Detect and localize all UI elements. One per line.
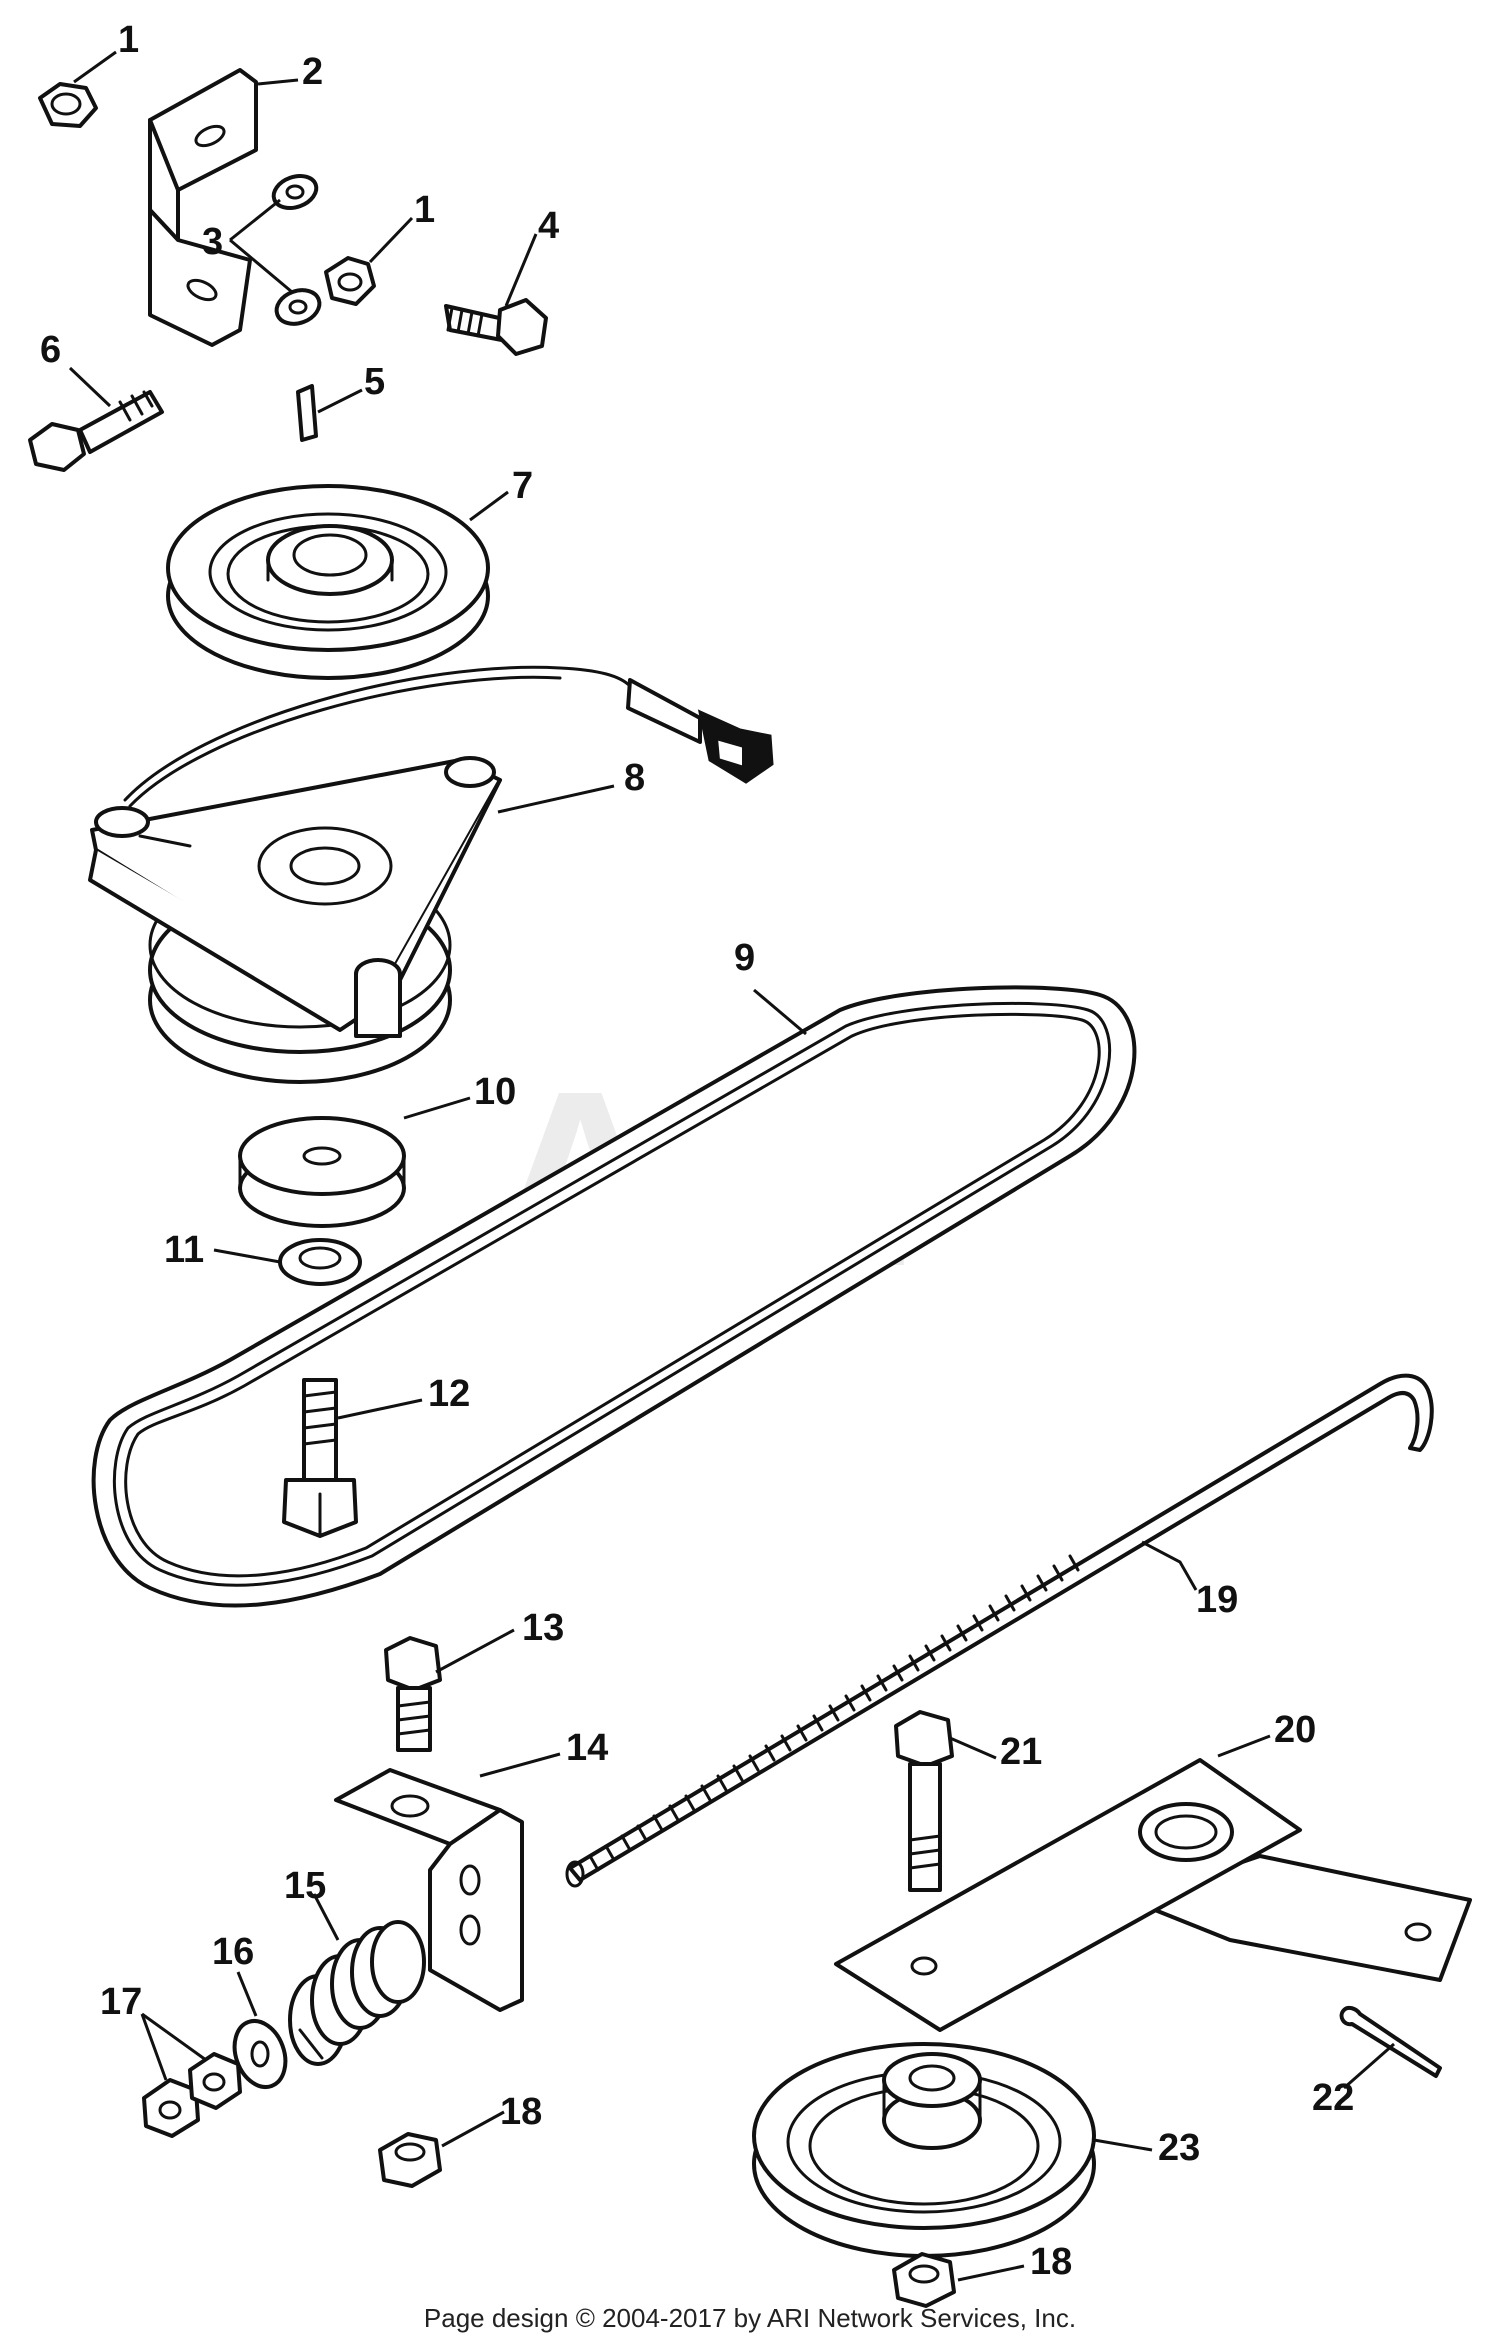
callout-6: 6 bbox=[40, 329, 61, 371]
callout-21: 21 bbox=[1000, 1731, 1042, 1773]
part-12-bolt bbox=[282, 1378, 358, 1538]
callout-9: 9 bbox=[734, 937, 755, 979]
part-6-bolt bbox=[28, 390, 164, 472]
callout-7: 7 bbox=[512, 465, 533, 507]
callout-18: 18 bbox=[500, 2091, 542, 2133]
callout-2: 2 bbox=[302, 51, 323, 93]
leader-lines bbox=[68, 50, 1395, 2282]
part-13-bolt bbox=[384, 1636, 442, 1752]
part-9-belt bbox=[91, 985, 1137, 1608]
part-18-nut-2 bbox=[892, 2252, 956, 2308]
part-15-spring bbox=[288, 1920, 426, 2066]
callout-13: 13 bbox=[522, 1607, 564, 1649]
callout-4: 4 bbox=[538, 205, 559, 247]
part-18-nut bbox=[378, 2132, 442, 2188]
callout-18-b: 18 bbox=[1030, 2241, 1072, 2283]
callout-3: 3 bbox=[202, 221, 223, 263]
part-3-washers bbox=[271, 174, 322, 326]
callout-12: 12 bbox=[428, 1373, 470, 1415]
part-11-lock-washer bbox=[278, 1238, 362, 1286]
callout-numbers: 1 2 3 1 4 5 6 7 8 9 10 11 12 13 14 15 16… bbox=[40, 19, 1354, 2283]
callout-19: 19 bbox=[1196, 1579, 1238, 1621]
part-22-cotter-pin bbox=[1339, 2005, 1442, 2078]
callout-16: 16 bbox=[212, 1931, 254, 1973]
part-4-bolt bbox=[444, 298, 548, 356]
callout-11: 11 bbox=[164, 1229, 204, 1271]
part-17-nuts bbox=[142, 2052, 242, 2138]
callout-10: 10 bbox=[474, 1071, 516, 1113]
callout-15: 15 bbox=[284, 1865, 326, 1907]
callout-14: 14 bbox=[566, 1727, 608, 1769]
callout-17: 17 bbox=[100, 1981, 142, 2023]
footer-copyright: Page design © 2004-2017 by ARI Network S… bbox=[423, 2303, 1077, 2333]
part-14-bracket bbox=[334, 1768, 524, 2012]
part-5-key bbox=[296, 384, 318, 442]
part-7-pulley bbox=[166, 484, 490, 680]
callout-8: 8 bbox=[624, 757, 645, 799]
part-1-nut-2 bbox=[324, 256, 376, 306]
callout-23: 23 bbox=[1158, 2127, 1200, 2169]
part-2-bracket bbox=[148, 68, 258, 347]
part-23-pulley bbox=[752, 2042, 1096, 2258]
callout-20: 20 bbox=[1274, 1709, 1316, 1751]
callout-1-b: 1 bbox=[414, 189, 435, 231]
part-8-electric-clutch bbox=[88, 665, 774, 1084]
part-21-bolt bbox=[894, 1710, 954, 1892]
callout-22: 22 bbox=[1312, 2077, 1354, 2119]
part-1-nut bbox=[38, 82, 98, 128]
part-10-spacer bbox=[238, 1116, 406, 1228]
callout-5: 5 bbox=[364, 361, 385, 403]
callout-1: 1 bbox=[118, 19, 139, 61]
part-20-idler-arm bbox=[834, 1758, 1472, 2032]
part-19-threaded-rod bbox=[565, 1373, 1434, 1888]
